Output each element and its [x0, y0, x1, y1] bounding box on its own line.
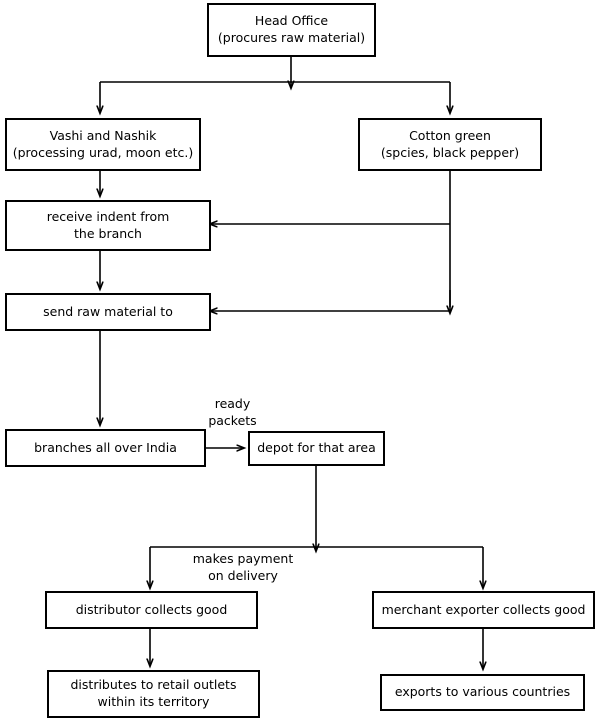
edge-label-makes-payment-on-delivery: makes payment on delivery: [192, 551, 294, 583]
node-send-raw-material[interactable]: send raw material to: [5, 293, 211, 331]
node-depot-for-that-area[interactable]: depot for that area: [248, 431, 385, 466]
node-receive-indent[interactable]: receive indent from the branch: [5, 200, 211, 251]
edge-label-ready-packets: ready packets: [208, 396, 257, 428]
node-vashi-nashik[interactable]: Vashi and Nashik (processing urad, moon …: [5, 118, 201, 171]
node-cotton-green[interactable]: Cotton green (spcies, black pepper): [358, 118, 542, 171]
node-exports-to-various-countries[interactable]: exports to various countries: [380, 674, 585, 711]
node-merchant-exporter-collects-good[interactable]: merchant exporter collects good: [372, 591, 595, 629]
node-branches-all-over-india[interactable]: branches all over India: [5, 429, 206, 467]
node-head-office[interactable]: Head Office (procures raw material): [207, 3, 376, 57]
node-distributor-collects-good[interactable]: distributor collects good: [45, 591, 258, 629]
node-distributes-to-retail-outlets[interactable]: distributes to retail outlets within its…: [47, 670, 260, 718]
